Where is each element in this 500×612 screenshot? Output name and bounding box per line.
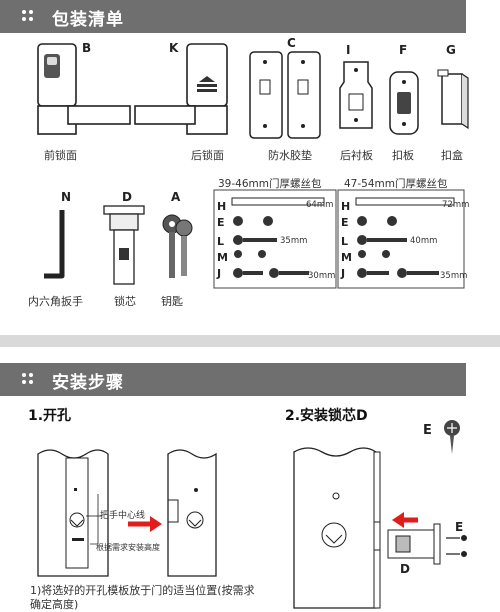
part-letter-k: K [169,41,179,55]
kit1-l-length: 35mm [280,236,308,246]
screw-e-label: E [423,423,432,438]
caption-back-plate: 后衬板 [340,149,373,162]
step2-d-label: D [400,562,410,576]
section-header-install: 安装步骤 [0,363,466,396]
kit-title-2: 47-54mm门厚螺丝包 [344,178,448,190]
strike-box-illustration [437,69,469,130]
screw-kit-1 [213,189,337,289]
step1-title: 1.开孔 [28,408,72,424]
part-letter-g: G [446,43,456,57]
center-line-label: 把手中心线 [100,511,146,521]
kit1-row-e: E [217,216,225,229]
section-header-packing: 包装清单 [0,0,466,33]
part-letter-b: B [82,41,92,55]
kit1-row-h: H [217,200,227,213]
caption-strike-box: 扣盒 [441,149,463,162]
height-label: 根据需求安装高度 [96,543,160,552]
caption-hex-key: 内六角扳手 [28,295,83,308]
part-letter-a: A [171,190,181,204]
step2-door-illustration [293,447,467,609]
gasket-illustration [249,51,321,139]
latch-illustration [103,205,145,285]
kit1-row-l: L [217,235,225,248]
part-letter-f: F [399,43,408,57]
front-lock-illustration [37,43,131,135]
part-letter-c: C [287,36,296,50]
section-title: 安装步骤 [52,373,124,393]
section-title: 包装清单 [52,10,124,30]
caption-gasket: 防水胶垫 [268,149,312,162]
caption-keys: 钥匙 [161,295,183,308]
dots-icon [22,373,33,384]
kit2-row-m: M [341,251,352,264]
kit2-row-e: E [341,216,349,229]
step2-title: 2.安装锁芯D [285,408,368,424]
step1-door-illustration [37,449,217,577]
part-letter-i: I [346,43,351,57]
screw-e-illustration [444,420,460,454]
caption-strike-plate: 扣板 [392,149,414,162]
screw-kit-2 [337,189,465,289]
back-lock-illustration [134,43,228,135]
strike-plate-illustration [389,71,419,135]
kit1-j-length: 30mm [308,271,336,281]
caption-front-lock: 前锁面 [44,149,77,162]
kit2-l-length: 40mm [410,236,438,246]
back-plate-illustration [339,61,373,129]
kit2-h-length: 72mm [442,200,470,210]
dots-icon [22,10,33,21]
section-divider [0,335,500,347]
part-letter-d: D [122,190,132,204]
hex-key-illustration [44,210,65,279]
kit2-j-length: 35mm [440,271,468,281]
kit1-row-j: J [217,267,222,280]
step2-e-label: E [455,520,464,534]
keys-illustration [162,214,193,278]
kit1-row-m: M [217,251,228,264]
kit2-row-j: J [341,267,346,280]
kit-title-1: 39-46mm门厚螺丝包 [218,178,322,190]
kit2-row-l: L [341,235,349,248]
caption-back-lock: 后锁面 [191,149,224,162]
caption-latch: 锁芯 [114,295,136,308]
kit2-row-h: H [341,200,351,213]
kit1-h-length: 64mm [306,200,334,210]
part-letter-n: N [61,190,72,204]
